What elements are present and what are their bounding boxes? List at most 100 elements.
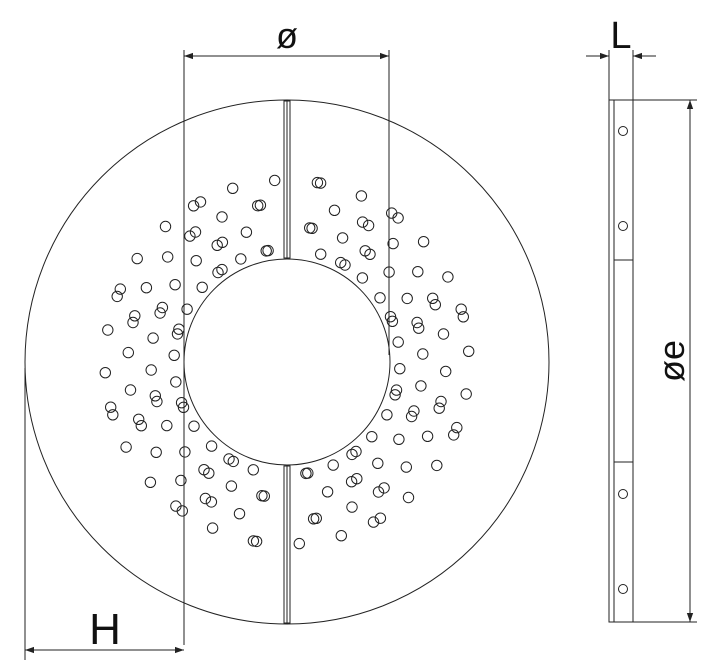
thickness-label: L bbox=[610, 15, 631, 57]
ventilation-hole bbox=[227, 182, 239, 195]
ventilation-hole bbox=[437, 328, 450, 340]
ventilation-hole bbox=[390, 384, 403, 396]
ventilation-hole bbox=[225, 480, 238, 492]
ventilation-holes bbox=[99, 174, 475, 550]
ventilation-hole bbox=[168, 349, 180, 361]
ventilation-hole bbox=[350, 445, 362, 458]
thickness-dimension bbox=[586, 50, 656, 100]
ventilation-hole bbox=[171, 328, 184, 340]
ventilation-hole bbox=[335, 530, 347, 542]
ventilation-hole bbox=[378, 482, 390, 494]
side-screw-hole bbox=[618, 584, 628, 594]
ventilation-hole bbox=[133, 413, 145, 425]
ventilation-hole bbox=[235, 253, 247, 265]
ventilation-hole bbox=[427, 292, 439, 304]
side-view bbox=[608, 99, 634, 623]
ventilation-hole bbox=[149, 390, 162, 402]
ventilation-hole bbox=[374, 512, 387, 524]
ventilation-hole bbox=[252, 200, 264, 212]
ventilation-hole bbox=[374, 292, 386, 304]
side-screw-hole bbox=[618, 221, 628, 231]
ventilation-hole bbox=[392, 336, 404, 348]
ventilation-hole bbox=[151, 395, 163, 408]
ventilation-hole bbox=[211, 239, 223, 252]
ventilation-hole bbox=[413, 322, 425, 334]
ventilation-hole bbox=[359, 245, 371, 257]
ventilation-hole bbox=[181, 303, 193, 315]
inner-diameter-label: ø bbox=[276, 15, 298, 56]
ventilation-hole bbox=[306, 222, 318, 235]
ventilation-hole bbox=[199, 492, 212, 505]
ventilation-hole bbox=[120, 441, 132, 453]
ventilation-hole bbox=[394, 363, 406, 375]
ventilation-hole bbox=[206, 522, 219, 534]
ventilation-hole bbox=[457, 311, 469, 323]
ventilation-hole bbox=[366, 431, 378, 443]
ventilation-hole bbox=[411, 316, 423, 329]
side-screw-hole bbox=[618, 126, 628, 136]
ventilation-hole bbox=[384, 311, 397, 323]
ventilation-hole bbox=[355, 190, 368, 202]
ventilation-hole bbox=[154, 307, 166, 319]
ventilation-hole bbox=[147, 332, 159, 344]
ventilation-hole bbox=[216, 263, 228, 276]
ventilation-hole bbox=[176, 505, 189, 517]
outer-diameter-label: øe bbox=[651, 340, 692, 382]
ventilation-hole bbox=[415, 380, 427, 392]
ventilation-hole bbox=[293, 537, 305, 550]
ventilation-hole bbox=[102, 324, 114, 336]
ventilation-hole bbox=[389, 389, 401, 401]
front-view bbox=[24, 99, 550, 625]
side-flange-top bbox=[613, 99, 634, 261]
side-screw-hole bbox=[618, 489, 628, 499]
ventilation-hole bbox=[127, 316, 139, 329]
ventilation-hole bbox=[227, 455, 240, 468]
ventilation-hole bbox=[135, 420, 148, 432]
ventilation-hole bbox=[336, 232, 349, 244]
ventilation-hole bbox=[356, 216, 369, 228]
ventilation-hole bbox=[260, 245, 272, 257]
ventilation-hole bbox=[189, 226, 202, 238]
ventilation-hole bbox=[448, 429, 460, 441]
ventilation-hole bbox=[460, 388, 472, 400]
ventilation-hole bbox=[190, 255, 202, 267]
height-label: H bbox=[89, 605, 121, 654]
inner-bore bbox=[183, 258, 391, 466]
ventilation-hole bbox=[196, 281, 208, 293]
ventilation-hole bbox=[247, 464, 260, 476]
ventilation-hole bbox=[451, 421, 463, 434]
ventilation-hole bbox=[463, 345, 475, 357]
side-flange-bottom bbox=[613, 461, 634, 623]
ventilation-hole bbox=[400, 461, 412, 473]
ventilation-hole bbox=[161, 419, 173, 432]
ventilation-hole bbox=[205, 440, 218, 452]
ventilation-hole bbox=[393, 433, 405, 445]
ventilation-hole bbox=[402, 491, 415, 504]
ventilation-hole bbox=[129, 310, 141, 322]
ventilation-hole bbox=[362, 219, 375, 232]
outer-diameter-dimension bbox=[633, 99, 697, 623]
ventilation-hole bbox=[156, 301, 169, 314]
ventilation-hole bbox=[417, 348, 429, 360]
ventilation-hole bbox=[351, 473, 363, 485]
ventilation-hole bbox=[105, 401, 117, 413]
outer-edge bbox=[24, 99, 550, 625]
ventilation-hole bbox=[335, 256, 347, 269]
ventilation-hole bbox=[124, 384, 137, 396]
ventilation-hole bbox=[145, 364, 157, 376]
height-dimension bbox=[24, 368, 184, 660]
ventilation-hole bbox=[205, 496, 218, 508]
ventilation-hole bbox=[216, 211, 228, 223]
ventilation-hole bbox=[327, 459, 339, 471]
ventilation-hole bbox=[212, 266, 224, 279]
ventilation-hole bbox=[187, 200, 200, 212]
ventilation-hole bbox=[346, 501, 358, 513]
ventilation-hole bbox=[258, 490, 270, 502]
ventilation-hole bbox=[429, 299, 441, 311]
ventilation-hole bbox=[233, 508, 246, 520]
ventilation-hole bbox=[412, 266, 424, 278]
ventilation-hole bbox=[431, 459, 443, 472]
ventilation-hole bbox=[401, 292, 413, 305]
ventilation-hole bbox=[455, 303, 467, 315]
